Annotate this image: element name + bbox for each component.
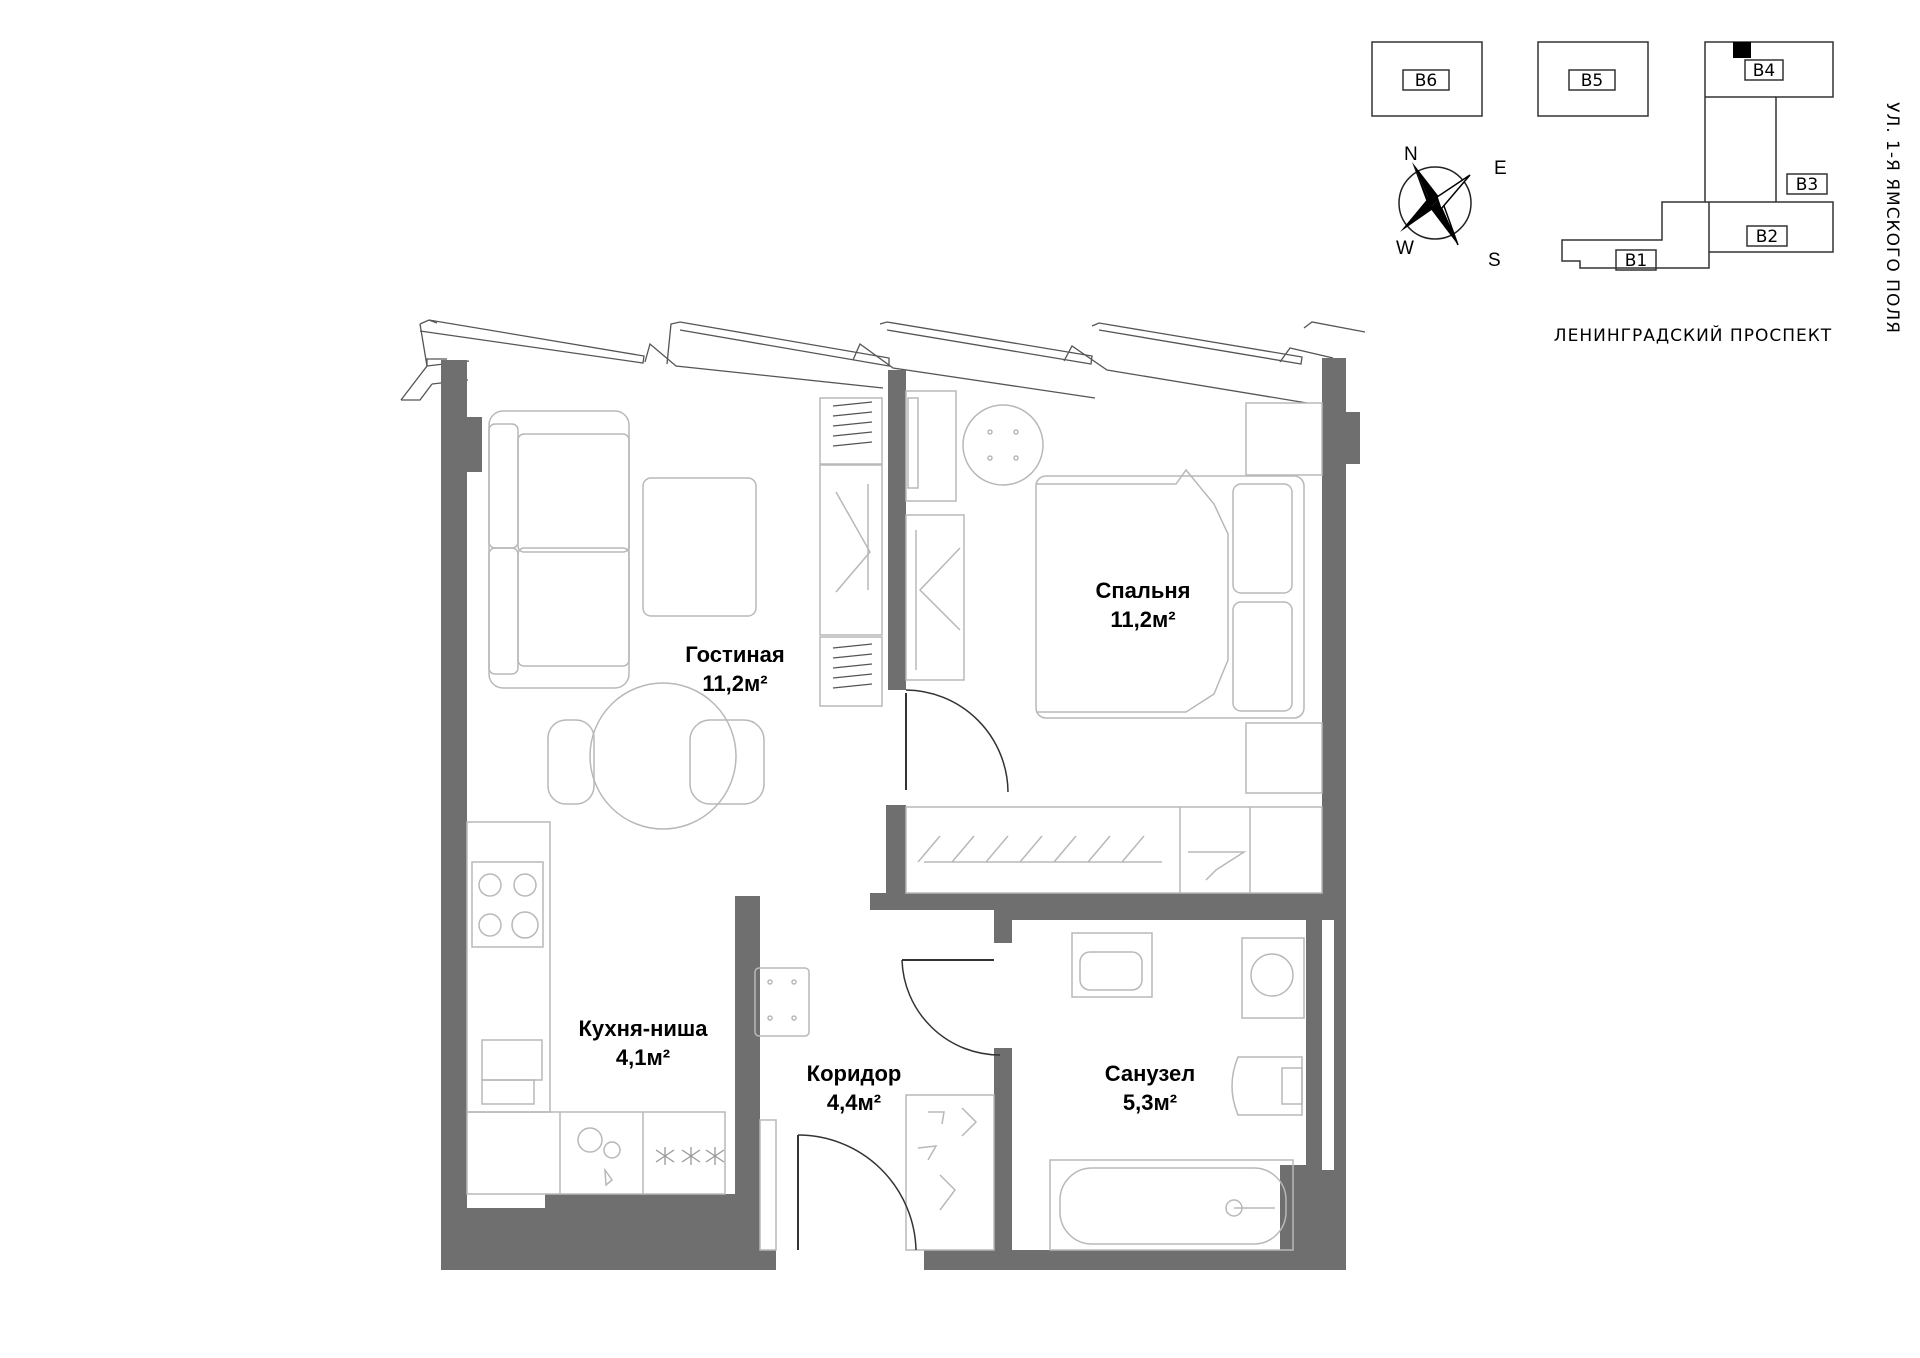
room-labels: Гостиная 11,2м² Спальня 11,2м² Кухня-ниш… (578, 578, 1195, 1115)
compass-needle-nw (1412, 162, 1440, 206)
walls (441, 358, 1360, 1270)
building-label-b3: В3 (1796, 175, 1818, 195)
building-b5 (1537, 41, 1649, 117)
room-area-bathroom: 5,3м² (1123, 1090, 1177, 1115)
compass-label-w: W (1396, 238, 1414, 259)
pouf (642, 477, 757, 617)
compass-label-s: S (1488, 250, 1501, 271)
washing-machine (1241, 937, 1305, 1019)
building-label-b2: В2 (1756, 227, 1778, 247)
shoe-rack (754, 967, 810, 1037)
room-name-kitchen: Кухня-ниша (578, 1016, 708, 1041)
building-label-b4: В4 (1753, 61, 1775, 81)
compass: N E S W (1396, 144, 1507, 271)
room-area-bedroom: 11,2м² (1110, 607, 1175, 632)
dining-table (589, 682, 737, 830)
unit-location-marker (1733, 42, 1751, 58)
wardrobe (905, 806, 1323, 894)
bed (1035, 475, 1305, 719)
room-name-bedroom: Спальня (1095, 578, 1190, 603)
living-furniture (488, 397, 883, 830)
room-name-corridor: Коридор (807, 1061, 902, 1086)
street-leningradsky: ЛЕНИНГРАДСКИЙ ПРОСПЕКТ (1554, 324, 1832, 346)
compass-label-n: N (1404, 144, 1418, 165)
building-label-b6: В6 (1415, 71, 1437, 91)
sofa (488, 410, 630, 689)
room-name-bathroom: Санузел (1105, 1061, 1195, 1086)
building-b6 (1371, 41, 1483, 117)
stool (962, 404, 1044, 486)
building-complex-outline (1561, 41, 1834, 269)
building-label-b5: В5 (1581, 71, 1603, 91)
stove (471, 861, 544, 948)
key-plan: В6 В5 В4 В3 В2 В1 ЛЕНИНГРАДСКИЙ ПРОСПЕКТ… (1371, 41, 1902, 346)
corridor-furniture (754, 967, 995, 1251)
kitchen-furniture (466, 821, 726, 1195)
bathroom-sink (1071, 932, 1153, 998)
bathroom-fixtures (1049, 932, 1305, 1251)
room-name-living: Гостиная (685, 642, 784, 667)
bedroom-door (905, 689, 1009, 793)
bedroom-furniture (905, 390, 1323, 894)
room-area-living: 11,2м² (702, 671, 767, 696)
room-area-kitchen: 4,1м² (616, 1045, 670, 1070)
toilet (1231, 1056, 1303, 1116)
desk (905, 390, 957, 502)
window-facade (400, 319, 1366, 404)
coat-rack (905, 1094, 995, 1251)
building-label-b1: В1 (1625, 251, 1647, 271)
street-yamskogo-polya: УЛ. 1-Я ЯМСКОГО ПОЛЯ (1882, 102, 1902, 334)
bathtub (1049, 1159, 1294, 1251)
kitchen-sink (481, 1039, 543, 1081)
corridor-doors (797, 959, 1001, 1251)
room-area-corridor: 4,4м² (827, 1090, 881, 1115)
compass-label-e: E (1494, 158, 1507, 179)
